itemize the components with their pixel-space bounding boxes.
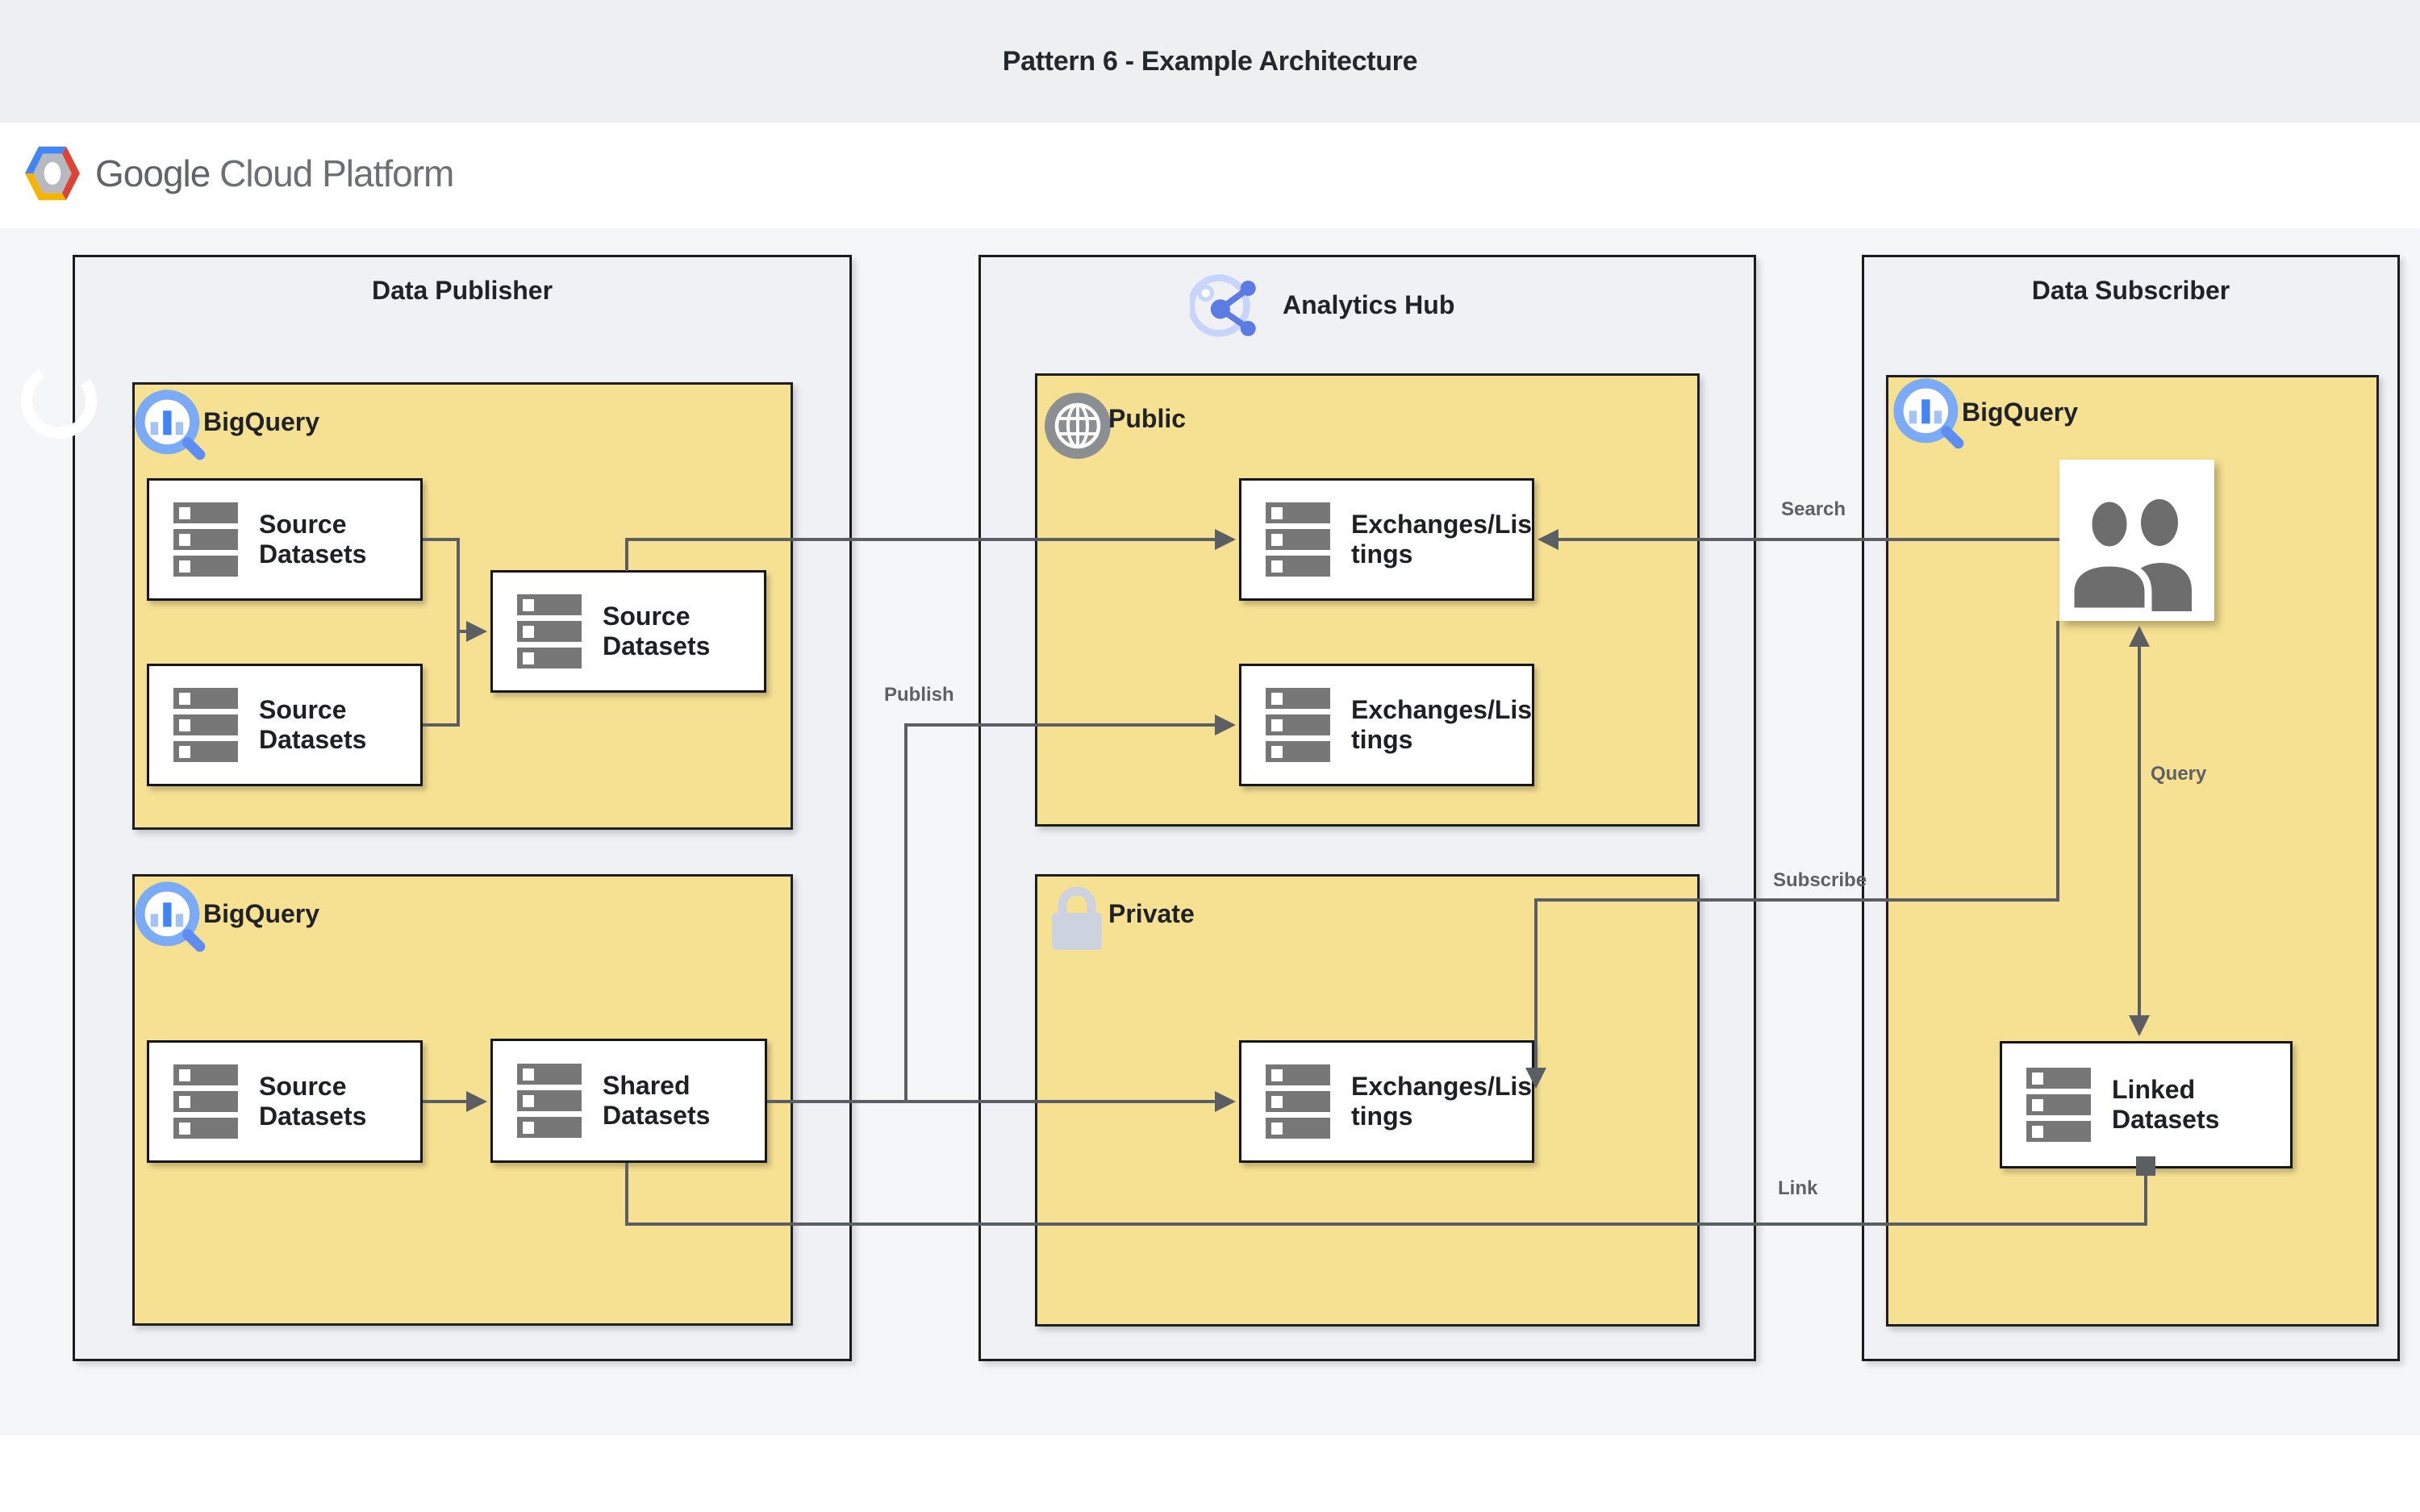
data-subscriber-title: Data Subscriber (2031, 276, 2230, 305)
edge-merged-to-exchange (625, 538, 1216, 571)
edge-label-publish: Publish (884, 684, 954, 706)
analytics-hub-icon (1190, 274, 1256, 337)
edge-label-query: Query (2151, 763, 2207, 785)
node-label: Linked Datasets (2112, 1075, 2220, 1134)
node-linked-datasets: Linked Datasets (2000, 1041, 2293, 1168)
data-publisher-title: Data Publisher (371, 276, 553, 305)
edge-source-b-to-merged (423, 631, 460, 727)
datasets-icon (517, 594, 582, 669)
bigquery-icon (135, 881, 206, 952)
datasets-icon (1266, 688, 1330, 762)
edge-label-subscribe: Subscribe (1773, 869, 1867, 891)
node-source-datasets-b: Source Datasets (147, 664, 423, 786)
public-label: Public (1108, 404, 1187, 433)
node-label: Exchanges/Lis tings (1351, 1072, 1533, 1131)
cropped-circle-decoration (21, 363, 97, 439)
edge-source-a-to-merged (423, 538, 468, 633)
node-label: Source Datasets (259, 695, 367, 754)
bigquery-label: BigQuery (203, 407, 320, 436)
datasets-icon (173, 502, 238, 577)
datasets-icon (2026, 1068, 2091, 1142)
datasets-icon (173, 1064, 238, 1139)
node-source-datasets-lower: Source Datasets (147, 1040, 423, 1163)
page-title: Pattern 6 - Example Architecture (1002, 45, 1418, 77)
node-label: Source Datasets (259, 510, 367, 569)
users-icon (2067, 494, 2192, 615)
datasets-icon (1266, 1064, 1330, 1139)
edge-publish (904, 723, 1216, 1102)
node-label: Exchanges/Lis tings (1351, 695, 1533, 754)
node-source-datasets-merged: Source Datasets (490, 570, 766, 693)
gcp-hexagon-icon (24, 146, 81, 201)
datasets-icon (1266, 502, 1330, 577)
brand-google: Google (95, 152, 211, 194)
node-label: Source Datasets (259, 1072, 367, 1131)
bigquery-icon (1893, 378, 1964, 449)
lock-icon (1052, 886, 1102, 950)
node-exchanges-listings-private: Exchanges/Lis tings (1239, 1040, 1534, 1163)
link-endpoint-square (2136, 1156, 2155, 1176)
gcp-logo-text: Google Cloud Platform (95, 152, 454, 195)
brand-cloud-platform: Cloud Platform (219, 152, 454, 194)
node-shared-datasets: Shared Datasets (490, 1039, 767, 1163)
node-label: Exchanges/Lis tings (1351, 510, 1533, 569)
bottom-band (0, 1435, 2420, 1512)
edge-link (625, 1163, 2147, 1226)
edge-label-link: Link (1778, 1177, 1818, 1199)
node-exchanges-listings-public-a: Exchanges/Lis tings (1239, 478, 1534, 601)
private-label: Private (1108, 899, 1195, 928)
bigquery-icon (135, 389, 206, 460)
node-exchanges-listings-public-b: Exchanges/Lis tings (1239, 664, 1534, 786)
gcp-logo: Google Cloud Platform (23, 144, 454, 203)
logo-band (0, 123, 2420, 228)
edge-subscribe (1534, 621, 2059, 1069)
node-source-datasets-a: Source Datasets (147, 478, 423, 601)
analytics-hub-title: Analytics Hub (1283, 290, 1455, 319)
edge-label-search: Search (1781, 498, 1846, 520)
globe-icon (1045, 393, 1111, 459)
datasets-icon (173, 688, 238, 762)
node-label: Shared Datasets (603, 1071, 711, 1130)
datasets-icon (517, 1064, 582, 1138)
title-band (0, 0, 2420, 123)
users-card (2059, 460, 2214, 621)
bigquery-label: BigQuery (1962, 398, 2079, 427)
arrowheads (466, 529, 2155, 1176)
bigquery-label: BigQuery (203, 899, 320, 928)
node-label: Source Datasets (603, 602, 711, 660)
